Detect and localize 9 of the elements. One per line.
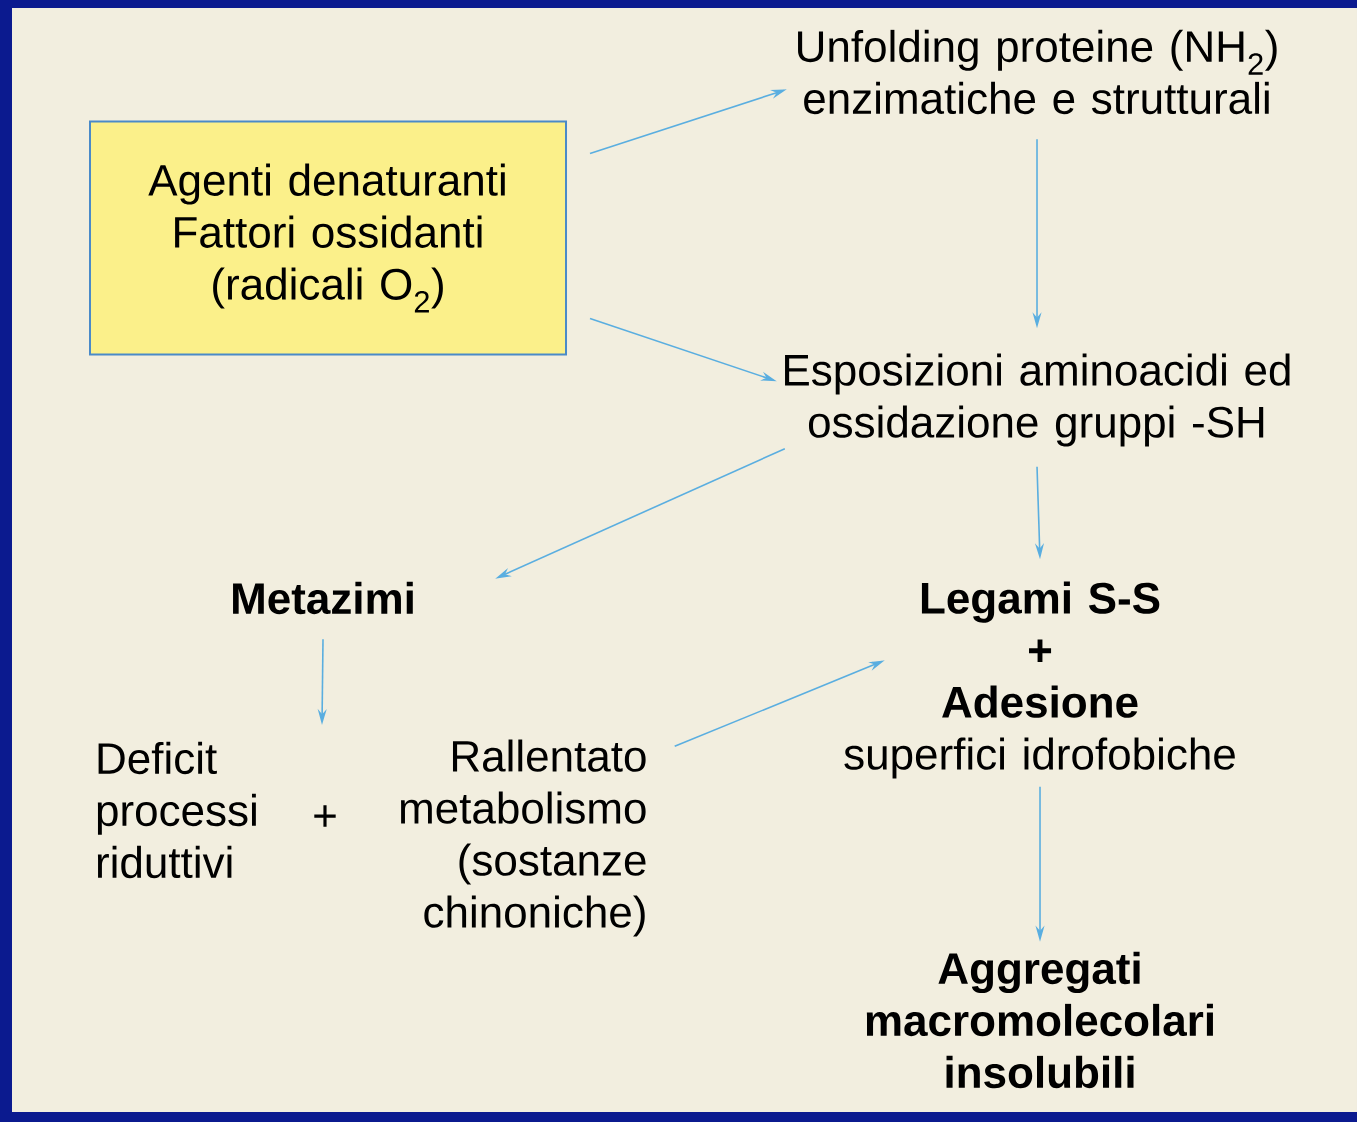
flow-text: Aggregati macromolecolari insolubili: [866, 951, 1213, 1089]
plus-sign: +: [314, 805, 336, 827]
process-box: Agenti denaturanti Fattori ossidanti (radicali O$_{2}$): [89, 120, 567, 356]
flow-text: Legami S-S + Adesione superfici idrofobiche: [844, 581, 1235, 779]
flow-text: Unfolding proteine (NH$_{2}$) enzimatiche e strutturali: [798, 29, 1277, 115]
flow-text: Deficit processi riduttivi: [97, 741, 256, 879]
flow-text: Esposizioni aminoacidi ed ossidazione gruppi -SH: [785, 353, 1290, 447]
flow-text: Rallentato metabolismo (sostanze chinoniche): [401, 739, 646, 937]
flow-text: Metazimi: [233, 581, 413, 615]
